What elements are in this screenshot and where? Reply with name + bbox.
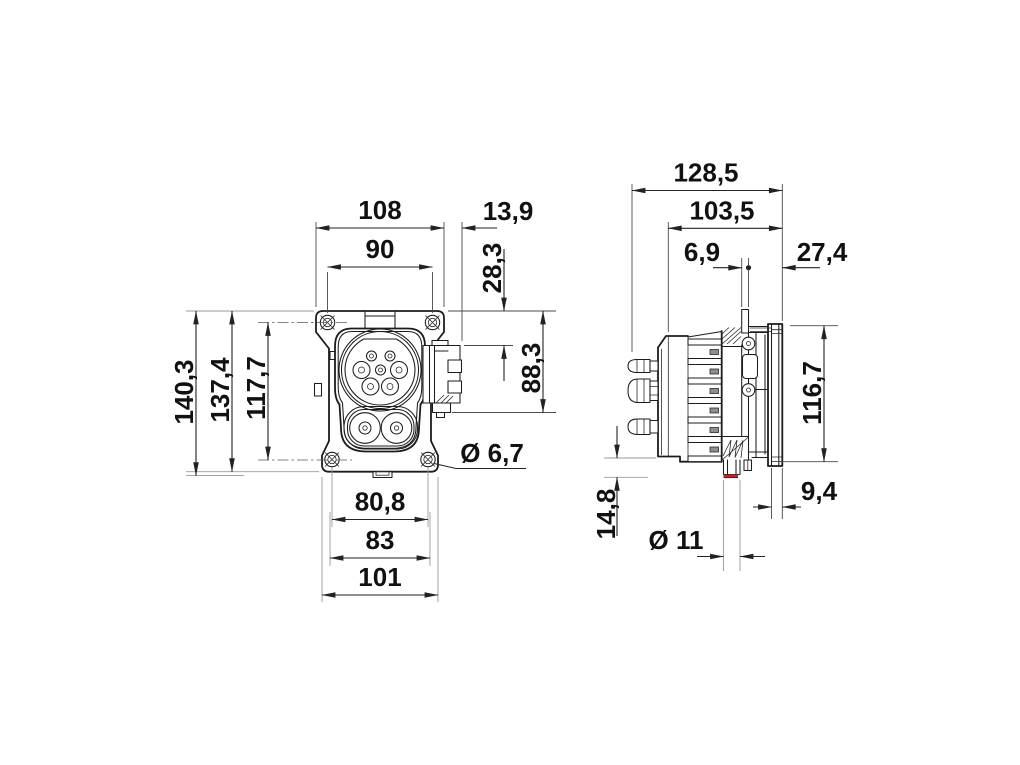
- front-flange-plate: [750, 323, 784, 467]
- mounting-holes: [319, 314, 441, 468]
- dim-front-height-flange: 137,4: [205, 357, 235, 423]
- dim-front-hole-spacing-bottom: 80,8: [355, 487, 406, 517]
- dim-front-hole-diameter: Ø 6,7: [460, 438, 524, 468]
- side-view-connector: [627, 308, 784, 479]
- dim-front-hole-spacing-top: 90: [366, 234, 395, 264]
- rib-fins: [687, 338, 723, 463]
- housing-body: [720, 308, 769, 463]
- dim-side-depth-body: 103,5: [689, 196, 754, 226]
- dim-side-body-height: 116,7: [797, 361, 827, 425]
- dim-side-depth-overall: 128,5: [673, 158, 738, 188]
- dim-side-flange-thickness: 9,4: [801, 476, 838, 506]
- dim-front-lock-protrusion: 13,9: [483, 196, 534, 226]
- cable-bushings: [627, 358, 659, 436]
- dim-front-hole-spacing-vertical: 117,7: [241, 356, 271, 420]
- drain-spigot: [722, 459, 753, 479]
- dim-side-front-offset: 27,4: [797, 237, 848, 267]
- connector-housing: [334, 327, 426, 453]
- dim-side-lock-pin-width: 6,9: [684, 237, 720, 267]
- dim-reference-dot: [745, 265, 752, 271]
- front-view-connector: [313, 310, 463, 479]
- dim-front-width-bottom: 101: [358, 562, 401, 592]
- side-view-dimensions: 128,5 103,5 6,9 27,4 116,7 9,4 Ø 11 14,8: [591, 158, 848, 571]
- dim-front-height-overall: 140,3: [169, 359, 199, 424]
- ac-socket-face: [338, 328, 422, 412]
- dim-front-lock-top-offset: 28,3: [477, 243, 507, 294]
- dim-side-drain-height: 14,8: [591, 489, 621, 540]
- front-view-dimensions: 108 13,9 90 28,3 88,3 140,3 137,4 117,7 …: [169, 195, 556, 602]
- dim-front-width-top: 108: [358, 195, 401, 225]
- dim-side-drain-diameter: Ø 11: [649, 525, 704, 555]
- lock-pin: [741, 308, 750, 334]
- dim-front-lock-bottom-offset: 88,3: [516, 343, 546, 394]
- dim-front-width-lower: 83: [366, 525, 395, 555]
- dc-socket-face: [343, 405, 419, 450]
- lock-actuator-housing: [422, 339, 463, 419]
